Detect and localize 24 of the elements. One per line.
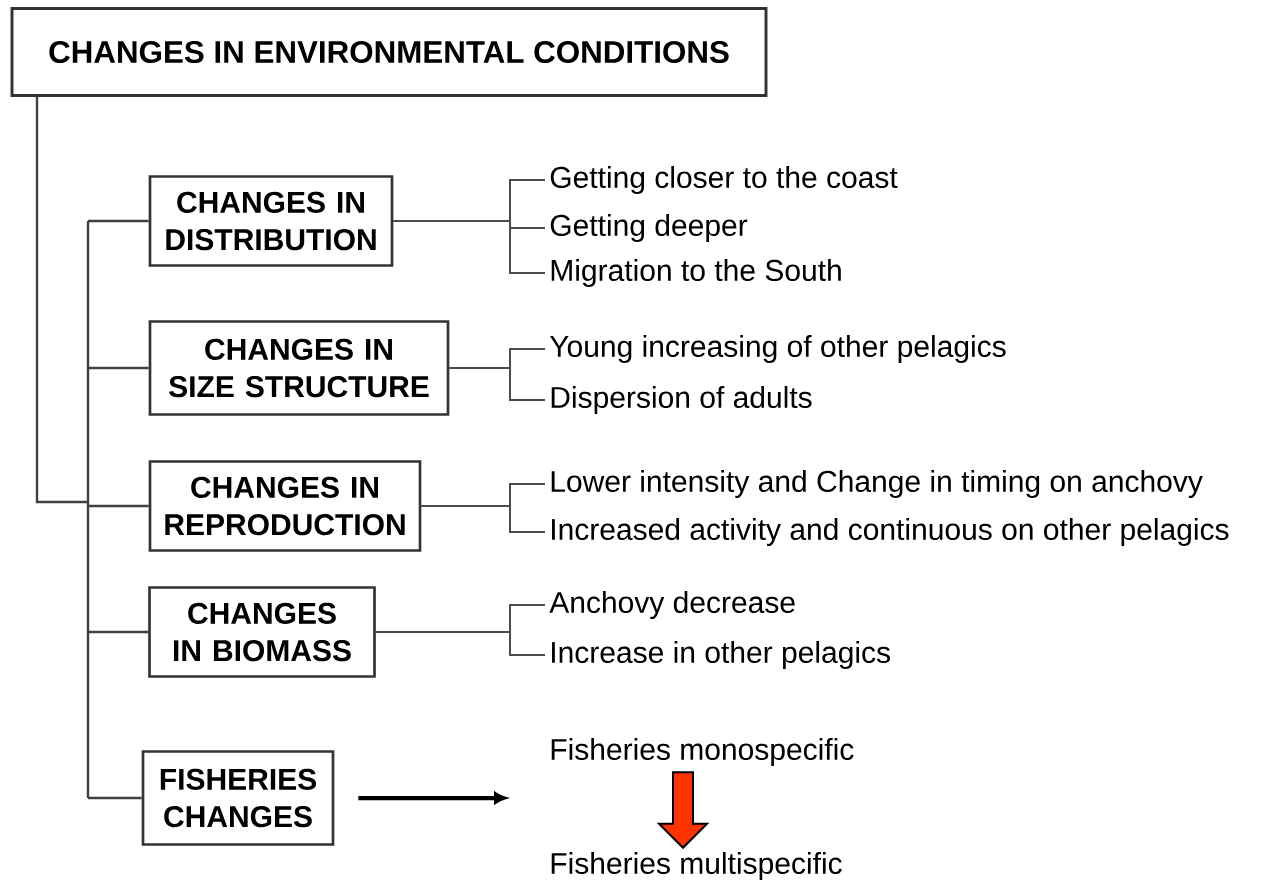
category-box: CHANGES IN REPRODUCTION: [148, 460, 422, 552]
outcome-text: Young increasing of other pelagics: [549, 335, 1006, 363]
outcome-text: Increased activity and continuous on other pelagics: [552, 518, 1229, 546]
outcome-text: Fisheries multispecific: [551, 852, 842, 880]
title-box: CHANGES IN ENVIRONMENTAL CONDITIONS: [10, 7, 768, 97]
bracket-line: [448, 367, 546, 401]
bracket-line: [374, 631, 546, 656]
outcome-text: Increase in other pelagics: [552, 641, 890, 669]
outcome-text: Fisheries monospecific: [551, 738, 854, 766]
bracket-line: [392, 220, 546, 274]
outcome-text: Getting closer to the coast: [550, 166, 898, 194]
category-box: CHANGES IN SIZE STRUCTURE: [148, 320, 450, 416]
outcome-text: Getting deeper: [550, 214, 748, 242]
arrow: [358, 792, 507, 804]
outcome-text: Lower intensity and Change in timing on anchovy: [551, 470, 1203, 498]
block-arrow: [656, 771, 710, 850]
outcome-text: Dispersion of adults: [551, 386, 812, 414]
outcome-text: Anchovy decrease: [549, 591, 795, 619]
category-box: CHANGES IN BIOMASS: [148, 586, 376, 678]
category-box: CHANGES IN DISTRIBUTION: [148, 175, 394, 267]
tree-connector: [35, 95, 149, 800]
category-box: FISHERIES CHANGES: [141, 750, 335, 846]
bracket-line: [420, 505, 546, 533]
outcome-text: Migration to the South: [551, 259, 841, 287]
